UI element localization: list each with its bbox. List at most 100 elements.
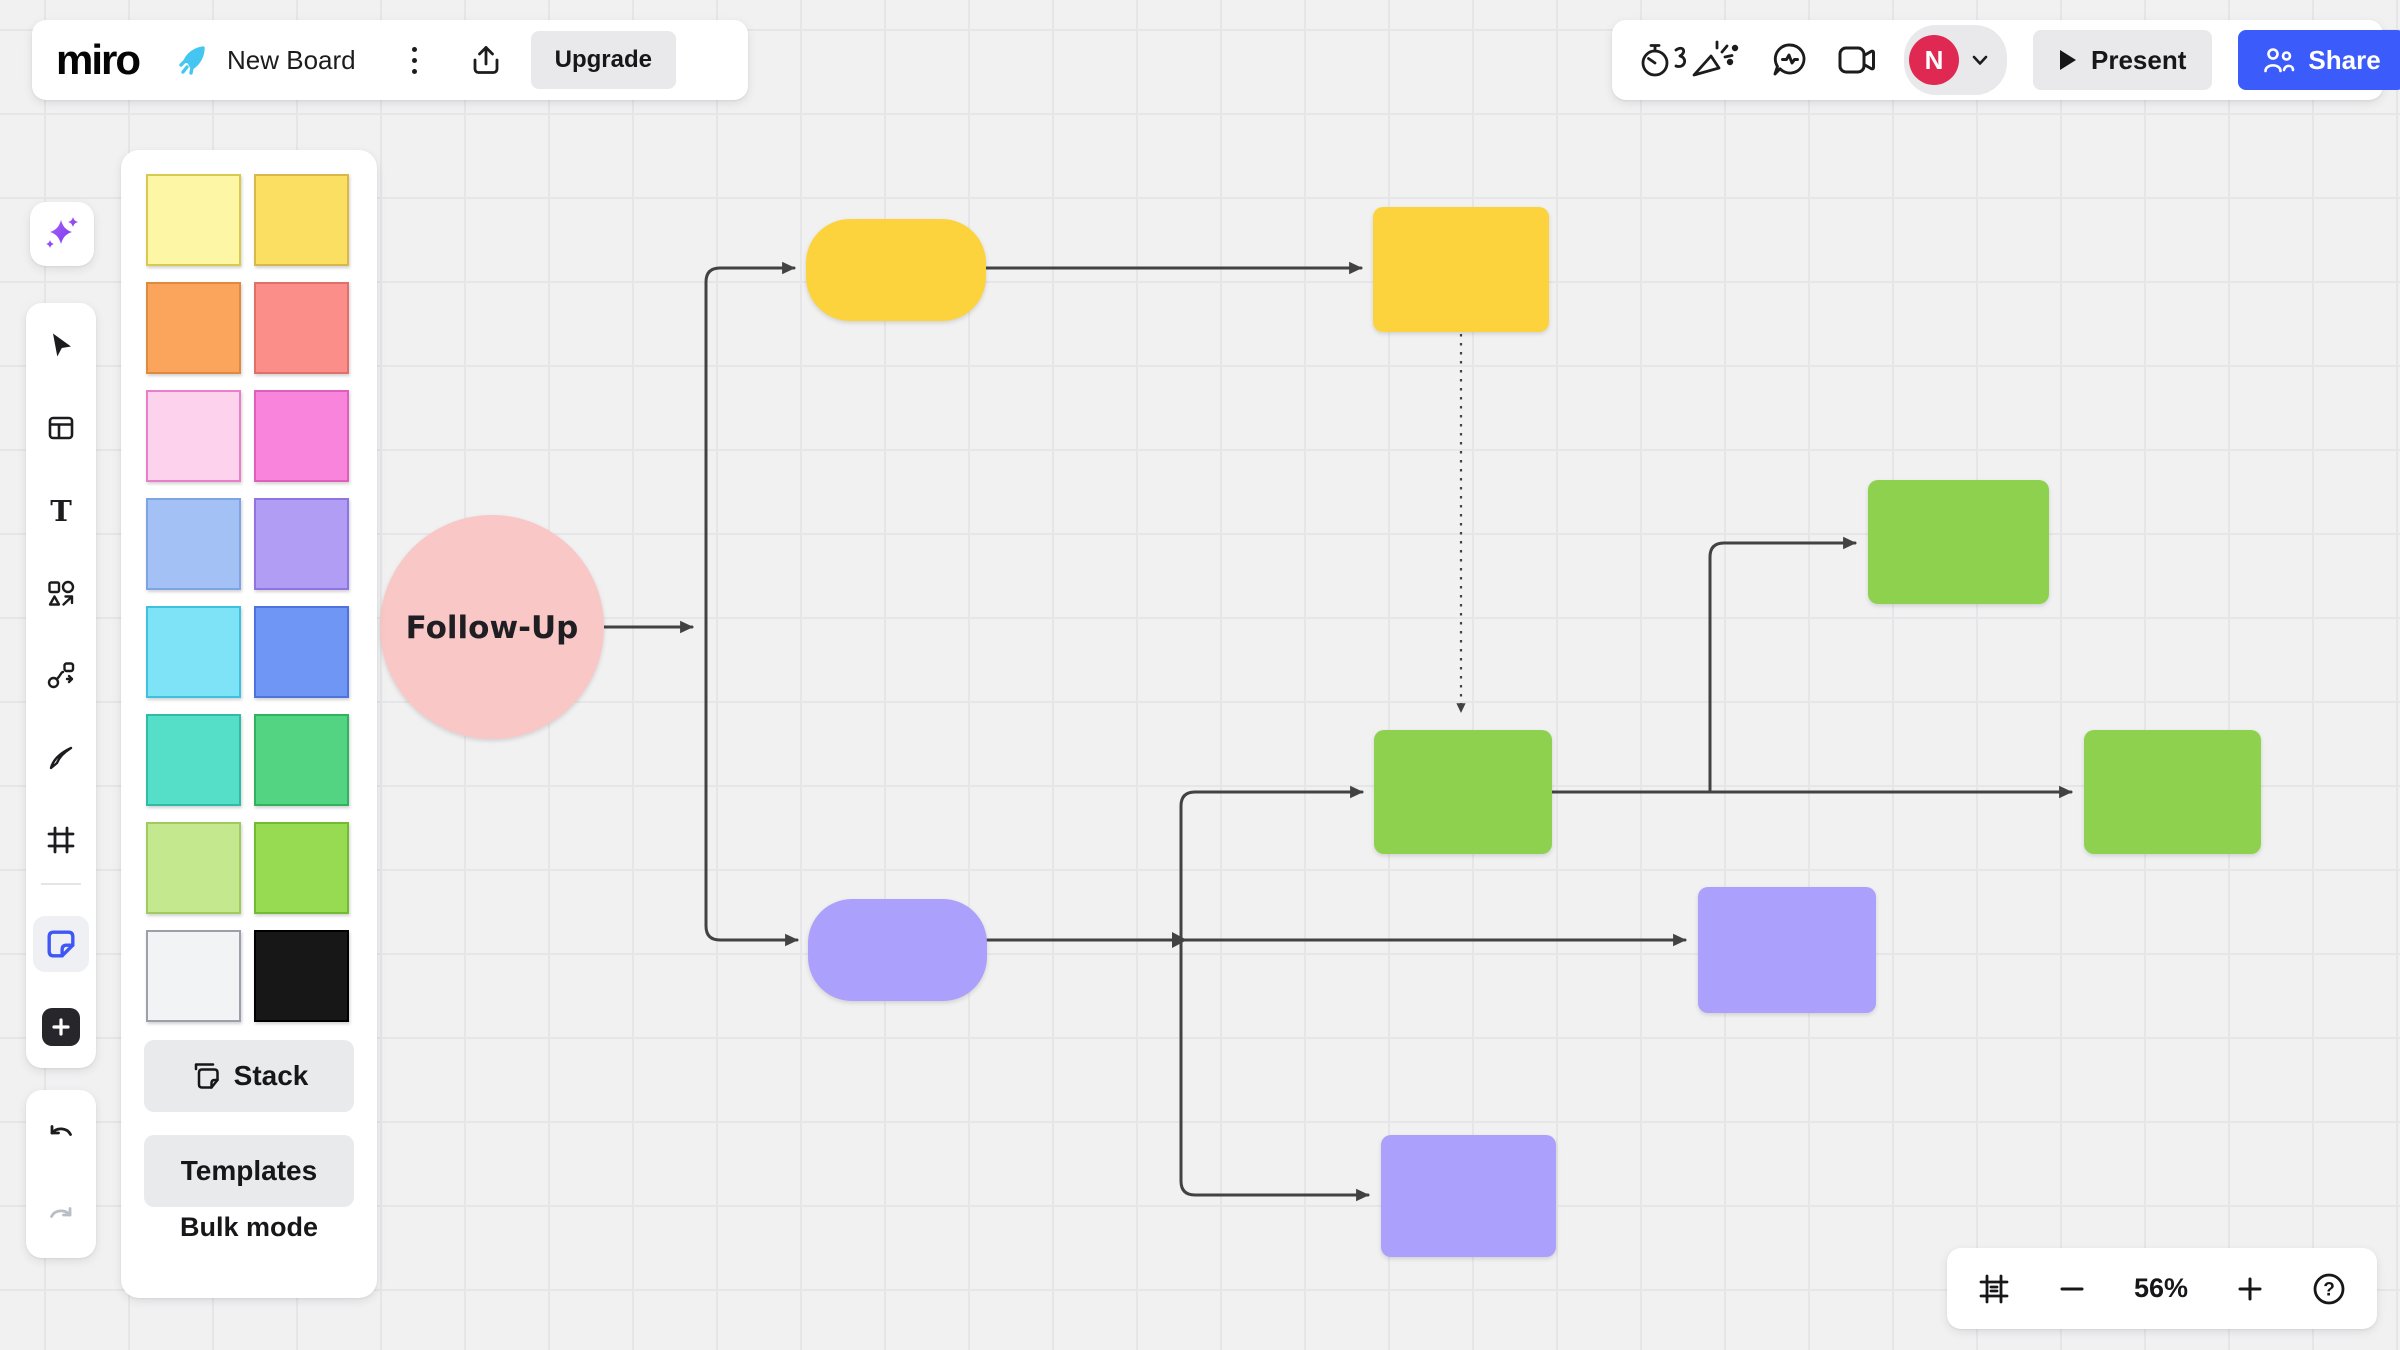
- select-tool[interactable]: [45, 330, 77, 362]
- fit-frame-icon: [1979, 1274, 2009, 1303]
- sticky-color-teal[interactable]: [146, 714, 241, 806]
- zoom-out-button[interactable]: [2059, 1276, 2085, 1302]
- board-title[interactable]: New Board: [227, 44, 356, 75]
- sticky-color-light-green[interactable]: [146, 822, 241, 914]
- templates-button[interactable]: Templates: [144, 1135, 354, 1207]
- svg-text:?: ?: [2323, 1279, 2335, 1300]
- minus-icon: [2060, 1287, 2084, 1290]
- shapes-tool[interactable]: [45, 578, 77, 610]
- zoom-controls: 56% ?: [1947, 1248, 2377, 1329]
- zoom-in-button[interactable]: [2237, 1276, 2263, 1302]
- text-icon: T: [50, 495, 72, 527]
- plus-icon: [2238, 1277, 2261, 1300]
- connector-branch-to-top-green[interactable]: [1708, 536, 1857, 792]
- connector-tool[interactable]: [45, 659, 77, 691]
- node-green-top[interactable]: [1868, 480, 2049, 604]
- avatar[interactable]: N: [1909, 35, 1959, 85]
- sticky-color-light-blue[interactable]: [146, 498, 241, 590]
- account-menu[interactable]: N: [1904, 25, 2007, 95]
- toolbar-divider: [41, 883, 81, 885]
- pen-icon: [49, 746, 73, 770]
- miro-logo[interactable]: miro: [56, 36, 141, 83]
- junction-chevron: [1172, 932, 1187, 948]
- help-icon: ?: [2313, 1273, 2345, 1304]
- sticky-color-black[interactable]: [254, 930, 349, 1022]
- board-menu-kebab-icon[interactable]: [406, 41, 423, 80]
- sticky-note-icon: [47, 930, 75, 958]
- share-label: Share: [2308, 44, 2381, 75]
- top-right-toolbar: N Present Share: [1612, 20, 2400, 100]
- layout-icon: [48, 416, 74, 440]
- connector-lines[interactable]: [602, 261, 2073, 1202]
- undo-button[interactable]: [45, 1117, 77, 1149]
- sticky-color-orange[interactable]: [146, 282, 241, 374]
- svg-text:T: T: [50, 495, 72, 527]
- node-followup-label: Follow-Up: [406, 610, 579, 646]
- undo-icon: [50, 1125, 72, 1136]
- present-button[interactable]: Present: [2033, 30, 2213, 90]
- sticky-color-pink[interactable]: [254, 390, 349, 482]
- ai-assistant-button[interactable]: [30, 202, 94, 266]
- sticky-color-panel: Stack Templates Bulk mode: [121, 150, 377, 1298]
- connector-icon: [47, 662, 75, 689]
- connector-branch-to-mid-green[interactable]: [1179, 785, 1364, 940]
- ai-sparkle-icon: [46, 217, 78, 248]
- help-button[interactable]: ?: [2311, 1271, 2347, 1307]
- sticky-note-tool[interactable]: [33, 916, 89, 972]
- stack-icon: [194, 1063, 219, 1089]
- node-followup-circle[interactable]: [380, 515, 604, 739]
- timer-reactions-icon[interactable]: [1638, 38, 1744, 82]
- pen-tool[interactable]: [45, 742, 77, 774]
- sticky-color-purple[interactable]: [254, 498, 349, 590]
- redo-button[interactable]: [45, 1199, 77, 1231]
- upgrade-button[interactable]: Upgrade: [530, 31, 676, 89]
- sticky-color-green[interactable]: [254, 714, 349, 806]
- top-left-toolbar: miro New Board Upgrade: [32, 20, 748, 100]
- node-purple-stadium[interactable]: [808, 899, 987, 1001]
- zoom-level[interactable]: 56%: [2133, 1273, 2189, 1303]
- sticky-color-white[interactable]: [146, 930, 241, 1022]
- plus-icon: [52, 1018, 70, 1036]
- frame-icon: [47, 826, 75, 854]
- templates-label: Templates: [180, 1155, 318, 1186]
- stack-button[interactable]: Stack: [144, 1040, 354, 1112]
- sticky-color-yellow[interactable]: [254, 174, 349, 266]
- connector-to-yellow-stadium[interactable]: [704, 261, 796, 629]
- redo-icon: [50, 1207, 72, 1218]
- people-icon: [2264, 48, 2295, 73]
- templates-tool[interactable]: [45, 412, 77, 444]
- node-purple-right[interactable]: [1698, 887, 1876, 1013]
- sticky-color-light-pink[interactable]: [146, 390, 241, 482]
- node-green-middle[interactable]: [1374, 730, 1552, 854]
- sticky-color-cyan[interactable]: [146, 606, 241, 698]
- sticky-color-blue[interactable]: [254, 606, 349, 698]
- history-toolbar: [26, 1090, 96, 1258]
- comments-icon[interactable]: [1770, 40, 1810, 80]
- sticky-color-light-yellow[interactable]: [146, 174, 241, 266]
- node-green-right[interactable]: [2084, 730, 2261, 854]
- rocket-icon[interactable]: [175, 42, 211, 78]
- frame-tool[interactable]: [45, 824, 77, 856]
- node-yellow-stadium[interactable]: [806, 219, 986, 321]
- fit-to-frame-button[interactable]: [1977, 1272, 2011, 1306]
- connector-branch-to-bottom-purple[interactable]: [1179, 940, 1370, 1202]
- export-icon[interactable]: [469, 43, 503, 77]
- sticky-color-lime[interactable]: [254, 822, 349, 914]
- sticky-color-salmon[interactable]: [254, 282, 349, 374]
- stack-label: Stack: [233, 1060, 309, 1091]
- connector-to-purple-stadium[interactable]: [704, 625, 799, 947]
- node-yellow-rect[interactable]: [1373, 207, 1549, 332]
- bulk-mode-link[interactable]: Bulk mode: [179, 1212, 319, 1242]
- node-purple-bottom[interactable]: [1381, 1135, 1556, 1257]
- video-chat-icon[interactable]: [1836, 42, 1878, 78]
- text-tool[interactable]: T: [45, 495, 77, 527]
- shapes-icon: [48, 580, 75, 606]
- tools-toolbar: T: [26, 303, 96, 1068]
- play-icon: [2060, 50, 2076, 70]
- present-label: Present: [2091, 44, 2187, 75]
- more-tools-button[interactable]: [42, 1008, 80, 1046]
- share-button[interactable]: Share: [2238, 30, 2400, 90]
- cursor-icon: [53, 333, 71, 357]
